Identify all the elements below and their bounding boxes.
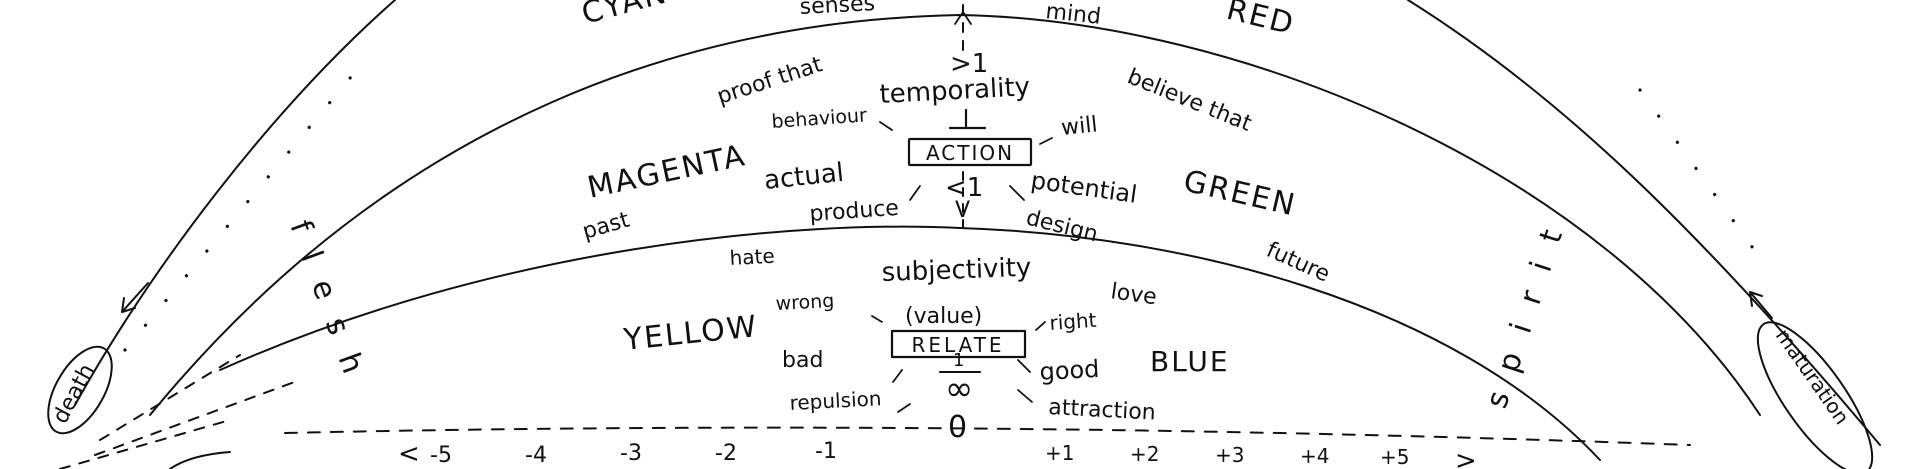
zero-label: 0 <box>948 410 967 445</box>
caret-top <box>954 11 972 25</box>
flesh-word: flesh <box>282 216 377 399</box>
wrong-label: wrong <box>775 290 835 315</box>
dashed-line-2 <box>94 379 301 456</box>
scale-right-arrow: > <box>1455 446 1477 469</box>
scale-row: < -5 -4 -3 -2 -1 +1 +2 +3 +4 +5 > <box>398 439 1477 469</box>
one-label: 1 <box>953 350 964 371</box>
dashed-line-3 <box>59 419 231 469</box>
love-label: love <box>1109 279 1158 310</box>
maturation-oval <box>1756 321 1874 469</box>
magenta-label: MAGENTA <box>584 138 749 206</box>
scale-tick-plus-5: +5 <box>1380 445 1409 469</box>
bad-tick <box>892 369 903 383</box>
design-tick <box>1009 185 1025 201</box>
yellow-label: YELLOW <box>621 309 760 358</box>
produce-tick <box>909 185 921 201</box>
flesh-label: flesh <box>282 216 377 399</box>
dashed-baseline <box>284 426 1691 446</box>
spirit-word: spirit <box>1479 204 1576 412</box>
senses-label: senses <box>799 0 876 20</box>
proof-that-label: proof that <box>714 52 826 110</box>
death-label: death <box>48 360 100 428</box>
produce-label: produce <box>809 196 900 227</box>
believe-that-label: believe that <box>1124 64 1256 137</box>
will-tick <box>1039 137 1053 145</box>
spirit-label: spirit <box>1479 204 1576 412</box>
mind-label: mind <box>1044 0 1102 30</box>
future-label: future <box>1263 238 1334 288</box>
relate-arc <box>219 225 1601 461</box>
scale-tick-plus-4: +4 <box>1300 444 1329 468</box>
scale-tick-minus-1: -1 <box>815 439 837 464</box>
infinity-label: ∞ <box>945 369 973 409</box>
wrong-tick <box>871 315 883 323</box>
green-label: GREEN <box>1180 164 1299 224</box>
dashed-line-1 <box>99 354 241 441</box>
good-label: good <box>1039 355 1100 386</box>
outer-arc-left <box>74 0 396 406</box>
red-label: RED <box>1223 0 1298 42</box>
behaviour-tick <box>879 121 893 131</box>
subjectivity-label: subjectivity <box>881 253 1032 288</box>
behaviour-label: behaviour <box>771 104 868 133</box>
scale-tick-plus-2: +2 <box>1130 442 1159 466</box>
scale-left-arrow: < <box>398 439 420 469</box>
dotted-line-right <box>1638 88 1767 267</box>
action-label: ACTION <box>926 141 1014 165</box>
less-than-one-label: <1 <box>945 173 983 203</box>
scale-tick-minus-3: -3 <box>620 441 642 466</box>
repulsion-label: repulsion <box>789 386 882 415</box>
right-tick <box>1035 321 1046 331</box>
bad-label: bad <box>782 348 823 373</box>
maturation-arrow <box>1749 291 1773 319</box>
hate-label: hate <box>729 244 775 270</box>
past-label: past <box>580 208 633 245</box>
potential-label: potential <box>1029 166 1139 209</box>
right-label: right <box>1049 308 1098 335</box>
v-mark-label: V <box>955 198 970 223</box>
cyan-label: CYAN <box>578 0 671 32</box>
attraction-label: attraction <box>1048 395 1157 426</box>
scale-tick-minus-4: -4 <box>525 443 547 468</box>
scale-tick-minus-2: -2 <box>715 441 737 466</box>
actual-label: actual <box>763 158 846 196</box>
relate-box <box>890 329 1027 359</box>
attraction-tick <box>1017 389 1033 403</box>
relate-label: RELATE <box>911 333 1004 357</box>
death-arrow <box>121 282 149 313</box>
death-oval <box>47 345 113 435</box>
scale-tick-plus-3: +3 <box>1215 443 1244 467</box>
partial-circle <box>169 451 231 469</box>
scale-tick-minus-5: -5 <box>430 443 452 468</box>
value-label: (value) <box>905 304 982 329</box>
outer-arc-right <box>1407 0 1881 446</box>
temporality-label: temporality <box>879 72 1031 110</box>
design-label: design <box>1024 206 1101 248</box>
temporality-divider <box>948 108 987 130</box>
greater-than-one-label: >1 <box>950 49 988 79</box>
maturation-label: maturation <box>1771 324 1854 429</box>
scale-tick-plus-1: +1 <box>1045 441 1074 465</box>
blue-label: BLUE <box>1150 345 1230 378</box>
good-tick <box>1017 359 1031 373</box>
repulsion-tick <box>897 403 911 413</box>
will-label: will <box>1060 112 1099 141</box>
action-box <box>907 137 1033 167</box>
dotted-line-left <box>123 58 367 352</box>
